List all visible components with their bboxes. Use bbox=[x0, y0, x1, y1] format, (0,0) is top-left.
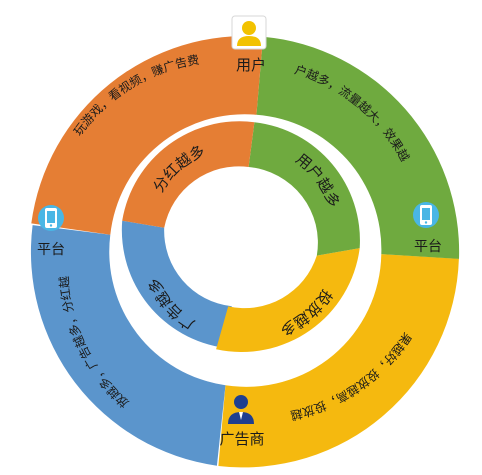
outer-segment-orange bbox=[31, 35, 264, 235]
outer-ring bbox=[30, 35, 460, 468]
outer-segment-green bbox=[256, 36, 460, 259]
inner-segment-orange bbox=[122, 121, 255, 228]
node-label-top: 用户 bbox=[236, 56, 266, 74]
outer-segment-yellow bbox=[218, 254, 459, 468]
node-label-bottom: 广告商 bbox=[219, 430, 264, 448]
node-label-left: 平台 bbox=[37, 242, 65, 258]
advertiser-icon bbox=[228, 395, 254, 424]
node-label-right: 平台 bbox=[414, 239, 442, 255]
inner-ring bbox=[121, 121, 360, 352]
inner-segment-green bbox=[248, 122, 360, 256]
inner-segment-blue bbox=[121, 220, 232, 348]
node-right: 平台 bbox=[413, 202, 442, 255]
node-left: 平台 bbox=[37, 205, 65, 258]
outer-segment-blue bbox=[30, 225, 226, 466]
node-top: 用户 bbox=[231, 15, 267, 74]
person-icon bbox=[231, 15, 267, 50]
inner-segment-yellow bbox=[216, 248, 360, 352]
node-bottom: 广告商 bbox=[219, 395, 265, 448]
phone-icon bbox=[413, 202, 439, 228]
phone-icon bbox=[38, 205, 64, 231]
